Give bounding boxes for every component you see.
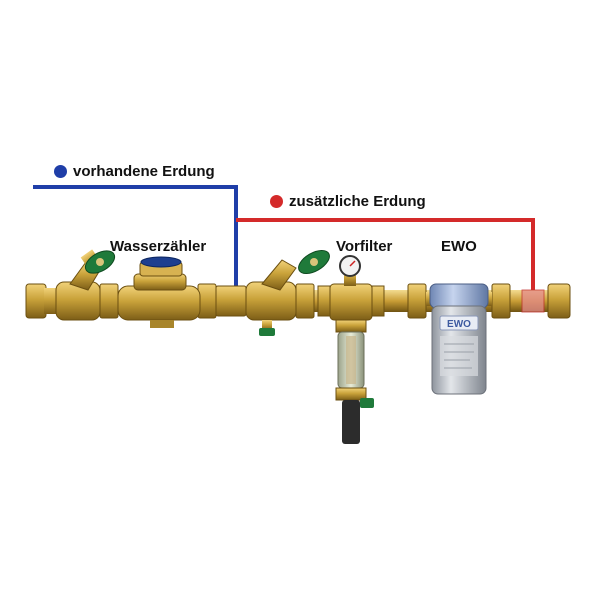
- ewo-unit: EWO: [426, 284, 492, 394]
- pressure-gauge-icon: [340, 256, 360, 276]
- legend-existing-label: vorhandene Erdung: [73, 163, 215, 180]
- legend-existing-ground: vorhandene Erdung: [54, 163, 215, 180]
- label-prefilter: Vorfilter: [336, 238, 392, 255]
- label-ewo: EWO: [441, 238, 477, 255]
- legend-additional-label: zusätzliche Erdung: [289, 193, 426, 210]
- prefilter: [330, 256, 374, 444]
- water-meter: [118, 257, 200, 328]
- ewo-housing-text: EWO: [447, 319, 471, 330]
- legend-additional-ground: zusätzliche Erdung: [270, 193, 426, 210]
- blue-dot-icon: [54, 165, 67, 178]
- left-end-fitting: [26, 284, 56, 318]
- label-water-meter: Wasserzähler: [110, 238, 206, 255]
- second-valve-handle-icon: [295, 246, 333, 279]
- red-dot-icon: [270, 195, 283, 208]
- ground-clamp-icon: [522, 290, 544, 312]
